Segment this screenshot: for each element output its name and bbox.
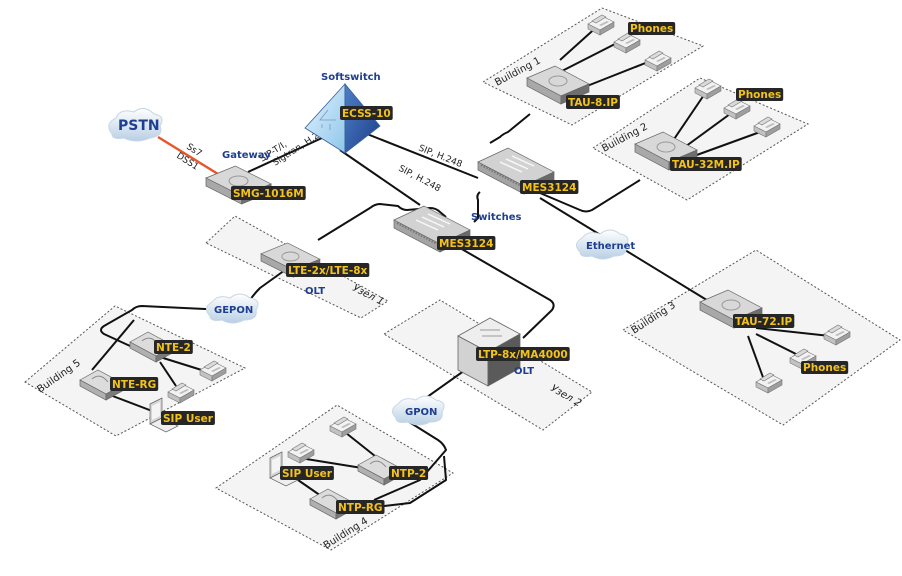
link-softswitch-mes-mid <box>339 149 421 206</box>
olt-arrows-icon <box>480 329 502 337</box>
cloud-gepon-label: GEPON <box>214 305 253 316</box>
smg-label: SMG-1016M <box>233 188 304 200</box>
link-mes-mid-ltp <box>459 247 555 339</box>
phones-b1-label: Phones <box>630 23 673 35</box>
link-mes-top-tau32 <box>539 179 641 213</box>
tau32-device[interactable]: TAU-32M.IP <box>634 131 742 171</box>
sip-user-building-4[interactable]: SIP User <box>269 451 334 487</box>
link-tau32-phone3 <box>693 131 761 157</box>
switch-mes3124-top[interactable]: MES3124 <box>477 147 579 195</box>
cloud-gepon: GEPON <box>206 293 259 324</box>
gateway-role-label: Gateway <box>222 150 271 161</box>
sip-user-b5-label: SIP User <box>163 413 214 425</box>
link-mes-mid-lte <box>317 203 447 241</box>
link-mes-mid-mes-top <box>473 191 481 223</box>
nte2-label: NTE-2 <box>156 342 191 354</box>
ecss-tag <box>340 106 393 120</box>
ntprg-label: NTP-RG <box>338 502 383 514</box>
link-gepon-nte-rg <box>91 319 135 371</box>
mes-top-tag <box>520 180 579 194</box>
phones-b2-tag <box>736 88 784 101</box>
nterg-device[interactable]: NTE-RG <box>79 369 159 401</box>
nte2-tag <box>154 340 193 354</box>
protocol-sip-h248-mid: SIP, H.248 <box>397 164 443 195</box>
nterg-label: NTE-RG <box>112 379 156 391</box>
phones-building-1: Phones <box>587 14 676 72</box>
cloud-pstn-label: PSTN <box>118 118 160 134</box>
sip-user-building-5[interactable]: SIP User <box>149 397 215 433</box>
olt-ltp[interactable]: LTP-8x/MA4000 OLT <box>457 317 570 387</box>
phones-b3-tag <box>801 361 849 374</box>
link-tau8-phone2 <box>559 43 616 73</box>
olt-lte[interactable]: LTE-2x/LTE-8x OLT <box>260 242 370 297</box>
link-tau8-phone3 <box>581 61 649 89</box>
cloud-ethernet-label: Ethernet <box>586 241 635 252</box>
ntp2-label: NTP-2 <box>391 468 426 480</box>
softswitch-role-label: Softswitch <box>321 72 381 83</box>
olt2-role-label: OLT <box>514 366 534 377</box>
cloud-pstn: PSTN <box>108 108 163 142</box>
mes-mid-tag <box>437 236 496 250</box>
switch-mes3124-mid[interactable]: Switches MES3124 <box>393 205 521 253</box>
softswitch-ecss[interactable]: Softswitch ECSS-10 <box>304 72 393 154</box>
cloud-gpon: GPON <box>392 395 445 426</box>
ntp2-device[interactable]: NTP-2 <box>357 454 429 486</box>
tau8-tag <box>566 95 620 109</box>
ecss-label: ECSS-10 <box>342 108 391 120</box>
nterg-tag <box>110 377 159 391</box>
ntp2-tag <box>389 466 429 480</box>
tau32-tag <box>670 157 742 171</box>
cloud-ethernet: Ethernet <box>576 229 635 260</box>
tau32-label: TAU-32M.IP <box>672 159 740 171</box>
phones-building-3: Phones <box>755 324 851 394</box>
tau8-device[interactable]: TAU-8.IP <box>526 65 620 109</box>
sip-user-b5-tag <box>161 411 215 425</box>
nte2-device[interactable]: NTE-2 <box>129 331 193 363</box>
sip-user-b4-label: SIP User <box>282 468 333 480</box>
link-ntp2-phone1 <box>345 432 381 461</box>
phones-b2-label: Phones <box>738 89 781 101</box>
gateway-smg[interactable]: Gateway SMG-1016M <box>205 150 306 205</box>
lte-label: LTE-2x/LTE-8x <box>288 265 368 277</box>
tau8-label: TAU-8.IP <box>568 97 618 109</box>
ltp-tag <box>476 347 570 361</box>
ltp-label: LTP-8x/MA4000 <box>478 349 568 361</box>
phones-b1-tag <box>628 22 676 35</box>
mes-mid-label: MES3124 <box>439 238 493 250</box>
cloud-gpon-label: GPON <box>405 407 437 418</box>
tau72-device[interactable]: TAU-72.IP <box>699 289 795 329</box>
link-lte-gepon-building5 <box>100 264 293 358</box>
ntprg-tag <box>336 500 385 514</box>
smg-tag <box>231 186 306 200</box>
olt1-role-label: OLT <box>305 286 325 297</box>
link-softswitch-mes-top <box>351 127 479 179</box>
link-tau72-phone1 <box>755 327 831 337</box>
link-pstn-gateway <box>157 135 219 176</box>
tau72-label: TAU-72.IP <box>735 316 793 328</box>
sip-user-b4-tag <box>280 466 334 480</box>
tau72-tag <box>733 314 795 328</box>
link-gateway-softswitch <box>247 137 323 173</box>
mes-top-label: MES3124 <box>522 182 576 194</box>
ntprg-device[interactable]: NTP-RG <box>309 488 385 520</box>
switches-role-label: Switches <box>471 212 521 223</box>
zone-building-5: Building 5 <box>24 305 247 437</box>
link-tau72-phone2 <box>755 333 801 357</box>
link-nte2-phone1 <box>159 356 209 373</box>
lte-tag <box>286 263 370 277</box>
link-nte2-phone2 <box>159 361 177 387</box>
link-mes-top-tau8 <box>489 113 531 144</box>
softswitch-icon <box>319 109 336 130</box>
phones-building-2: Phones <box>694 78 784 138</box>
phones-b3-label: Phones <box>803 362 846 374</box>
link-ntp2-phone2 <box>299 457 363 469</box>
link-tau72-phone3 <box>747 335 765 381</box>
